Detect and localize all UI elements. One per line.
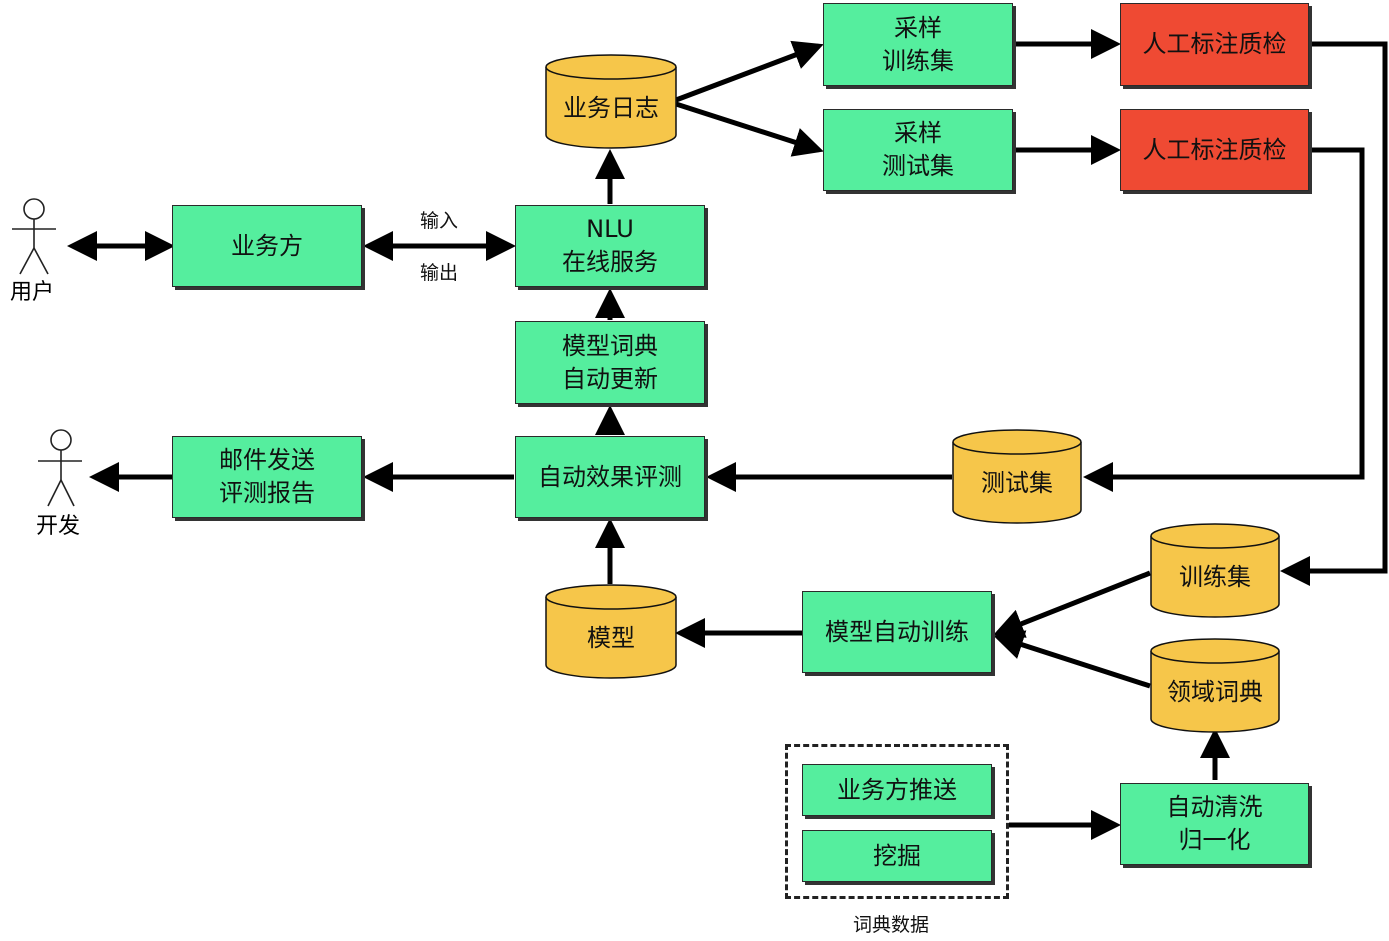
actor-user-label: 用户 xyxy=(10,280,55,305)
node-sample-train-line1: 采样 xyxy=(894,13,942,42)
actor-user: 用户 xyxy=(8,196,64,305)
edge-logs-sample-train xyxy=(675,40,824,103)
store-model: 模型 xyxy=(545,583,677,681)
node-clean-line2: 归一化 xyxy=(1178,826,1251,854)
node-qa-train-label: 人工标注质检 xyxy=(1142,30,1287,58)
actor-dev-label: 开发 xyxy=(36,514,81,539)
node-biz: 业务方 xyxy=(172,205,362,287)
node-mining-label: 挖掘 xyxy=(873,841,921,870)
node-sample-test-line2: 测试集 xyxy=(882,152,954,180)
database-icon xyxy=(952,429,1082,524)
person-icon xyxy=(12,198,56,275)
node-auto-eval-label: 自动效果评测 xyxy=(538,462,682,491)
database-icon xyxy=(545,54,677,149)
database-icon xyxy=(545,584,677,679)
edge-domain-train xyxy=(993,630,1151,689)
node-biz-push: 业务方推送 xyxy=(802,764,992,816)
node-mail-report: 邮件发送 评测报告 xyxy=(172,436,362,518)
dict-data-group xyxy=(785,744,1009,899)
node-auto-train-label: 模型自动训练 xyxy=(825,617,969,646)
node-biz-push-label: 业务方推送 xyxy=(837,775,957,804)
edge-label-input: 输入 xyxy=(420,210,459,232)
node-sample-train: 采样 训练集 xyxy=(823,3,1013,86)
store-testset: 测试集 xyxy=(952,428,1082,526)
node-auto-train: 模型自动训练 xyxy=(802,591,992,673)
node-mining: 挖掘 xyxy=(802,830,992,882)
database-icon xyxy=(1150,638,1280,733)
store-biz-logs-label: 业务日志 xyxy=(563,93,659,122)
node-sample-test: 采样 测试集 xyxy=(823,109,1013,191)
node-sample-test-line1: 采样 xyxy=(894,119,942,147)
node-qa-test-label: 人工标注质检 xyxy=(1142,135,1287,164)
edge-qa1-trainset xyxy=(1280,41,1388,586)
node-mail-line1: 邮件发送 xyxy=(219,446,315,474)
edge-logs-sample-test xyxy=(675,101,824,157)
node-dict-update: 模型词典 自动更新 xyxy=(515,321,705,404)
node-biz-label: 业务方 xyxy=(231,231,303,260)
database-icon xyxy=(1150,523,1280,618)
node-clean-line1: 自动清洗 xyxy=(1166,793,1263,821)
store-trainset-label: 训练集 xyxy=(1179,562,1251,591)
store-domain-dict: 领域词典 xyxy=(1150,637,1280,735)
store-model-label: 模型 xyxy=(587,623,635,652)
edge-qa2-testset xyxy=(1083,147,1365,492)
node-nlu-service: NLU 在线服务 xyxy=(515,205,705,287)
store-domain-dict-label: 领域词典 xyxy=(1167,677,1263,706)
node-mail-line2: 评测报告 xyxy=(219,479,315,507)
node-dict-update-line2: 自动更新 xyxy=(562,364,658,393)
node-nlu-line2: 在线服务 xyxy=(562,248,658,276)
node-dict-update-line1: 模型词典 xyxy=(562,331,658,360)
store-biz-logs: 业务日志 xyxy=(545,53,677,151)
node-nlu-line1: NLU xyxy=(586,215,634,243)
dict-data-group-label: 词典数据 xyxy=(853,914,930,936)
person-icon xyxy=(38,429,82,507)
store-trainset: 训练集 xyxy=(1150,522,1280,620)
node-auto-eval: 自动效果评测 xyxy=(515,436,705,518)
node-qa-train: 人工标注质检 xyxy=(1120,3,1309,86)
node-qa-test: 人工标注质检 xyxy=(1120,109,1309,191)
node-clean-normalize: 自动清洗 归一化 xyxy=(1120,783,1309,865)
edge-trainset-train xyxy=(993,570,1151,638)
store-testset-label: 测试集 xyxy=(981,468,1053,497)
node-sample-train-line2: 训练集 xyxy=(882,46,954,75)
actor-dev: 开发 xyxy=(36,428,92,539)
edge-label-output: 输出 xyxy=(420,262,459,284)
